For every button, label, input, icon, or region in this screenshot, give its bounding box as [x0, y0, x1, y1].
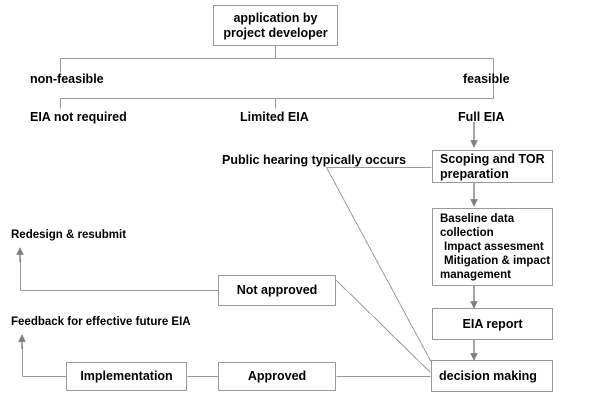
node-line: Implementation — [80, 369, 173, 383]
node-line: management — [440, 269, 511, 281]
label-redesign-resubmit: Redesign & resubmit — [11, 228, 126, 242]
label-line: Redesign — [11, 229, 63, 241]
label-line: feasible — [463, 72, 510, 86]
node-not-approved[interactable]: Not approved — [218, 275, 336, 306]
label-full-eia: Full EIA — [458, 110, 505, 125]
label-line: Public hearing — [222, 153, 309, 167]
label-line: typically occurs — [311, 153, 407, 167]
label-non-feasible: non-feasible — [30, 72, 104, 87]
node-line: Approved — [247, 369, 307, 383]
label-public-hearing: Public hearing typically occurs — [222, 153, 406, 168]
label-line: EIA not required — [30, 110, 127, 124]
node-assessment-activities[interactable]: Baseline data collection Impact assesmen… — [432, 208, 553, 286]
label-line: non-feasible — [30, 72, 104, 86]
node-line: Baseline data — [440, 213, 515, 225]
node-line: Scoping and TOR — [440, 151, 545, 166]
label-limited-eia: Limited EIA — [240, 110, 309, 125]
label-line: Limited EIA — [240, 110, 309, 124]
node-line: project developer — [223, 25, 328, 40]
node-line: collection — [440, 227, 494, 239]
node-line: Mitigation & impact — [444, 255, 551, 267]
node-line: EIA report — [462, 316, 523, 331]
label-eia-not-required: EIA not required — [30, 110, 127, 125]
label-line: Full EIA — [458, 110, 505, 124]
node-decision-making[interactable]: decision making — [431, 360, 553, 392]
label-line: Feedback for — [11, 316, 83, 328]
node-scoping-and-tor-preparation[interactable]: Scoping and TOR preparation — [432, 150, 553, 183]
wire-publichearing-decision-diagonal — [326, 167, 432, 363]
node-line: application by — [233, 10, 318, 25]
node-eia-report[interactable]: EIA report — [432, 308, 553, 340]
label-line: effective future EIA — [85, 316, 191, 328]
node-line: Impact assesment — [444, 241, 544, 253]
label-line: & resubmit — [65, 229, 127, 241]
node-implementation[interactable]: Implementation — [66, 362, 187, 391]
node-line: preparation — [440, 166, 509, 181]
node-approved[interactable]: Approved — [218, 362, 336, 391]
label-feedback-future-eia: Feedback for effective future EIA — [11, 315, 191, 329]
wire-notapproved-decision-diagonal — [336, 280, 431, 373]
node-line: decision making — [439, 368, 537, 383]
node-application-by-project-developer[interactable]: application by project developer — [213, 5, 338, 46]
node-line: Not approved — [236, 283, 318, 297]
label-feasible: feasible — [463, 72, 510, 87]
